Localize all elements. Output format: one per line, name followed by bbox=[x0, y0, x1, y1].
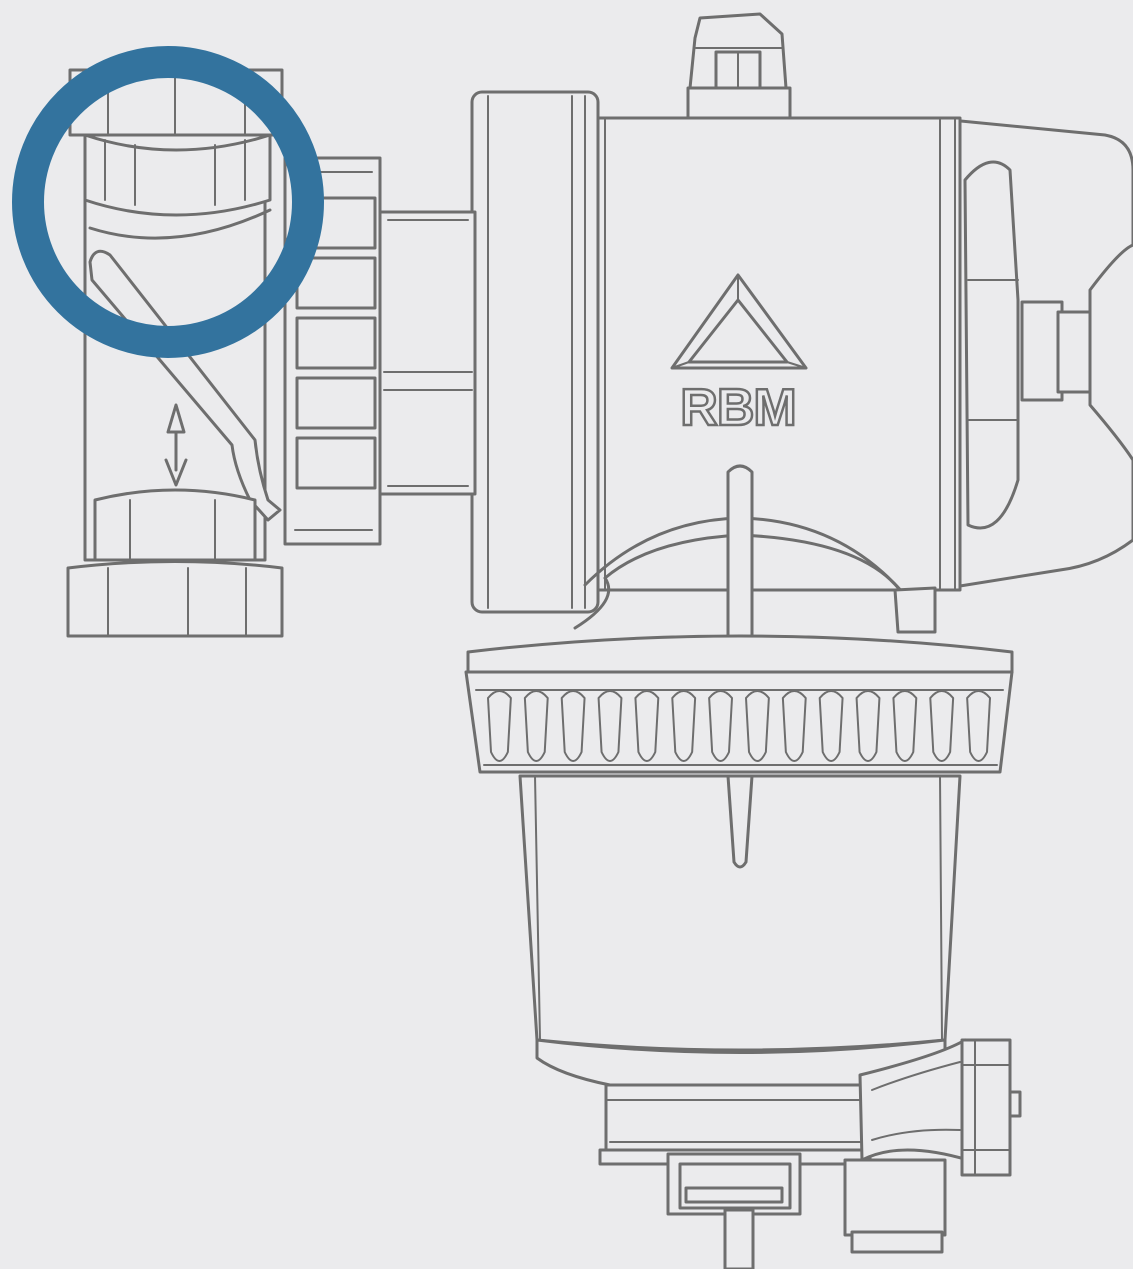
logo-text: RBM bbox=[680, 379, 795, 437]
side-magnet-housing bbox=[928, 116, 1133, 592]
collar-rib bbox=[966, 690, 991, 762]
collar-ribs bbox=[487, 690, 991, 762]
collar-rib bbox=[929, 690, 955, 762]
alignment-marker bbox=[726, 464, 754, 648]
collar-rib bbox=[487, 690, 512, 762]
collar-rib bbox=[708, 690, 733, 762]
collar-rib bbox=[634, 690, 660, 762]
main-body bbox=[470, 90, 962, 634]
top-vent-cap bbox=[686, 12, 792, 120]
drain-outlet bbox=[666, 1152, 802, 1269]
highlight-ring bbox=[12, 46, 324, 358]
flow-direction-arrow bbox=[164, 403, 188, 487]
filter-bowl bbox=[518, 774, 962, 1166]
collar-rib bbox=[745, 690, 770, 762]
collar-rib bbox=[671, 690, 697, 762]
side-drain-valve bbox=[843, 1038, 1022, 1254]
collar-rib bbox=[597, 690, 623, 762]
rbm-logo: RBM bbox=[670, 273, 808, 438]
collar-rib bbox=[781, 690, 807, 762]
ribbed-collar bbox=[464, 634, 1014, 774]
collar-rib bbox=[892, 690, 918, 762]
collar-rib bbox=[560, 690, 586, 762]
union-nut bbox=[283, 156, 477, 546]
collar-rib bbox=[523, 690, 549, 762]
collar-rib bbox=[855, 690, 881, 762]
collar-rib bbox=[818, 690, 844, 762]
